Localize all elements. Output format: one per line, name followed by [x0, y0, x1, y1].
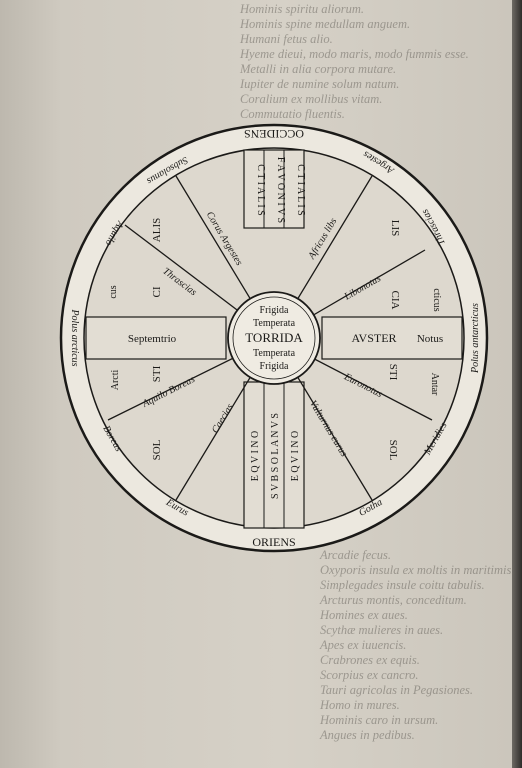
sector-word-sol-left: SOL — [151, 439, 163, 460]
zone-temperata-top: Temperata — [253, 318, 296, 329]
bleed-line: Scorpius ex cancro. — [320, 668, 419, 682]
label-auster: AVSTER — [351, 331, 396, 345]
bleed-line: Apes ex iuuencis. — [320, 638, 407, 652]
zone-frigida-top: Frigida — [260, 305, 289, 316]
left-band — [85, 316, 227, 360]
bleed-line: Homines ex aues. — [320, 608, 408, 622]
top-band — [243, 149, 305, 229]
rim-label-occidens: OCCIDENS — [244, 127, 304, 141]
bleed-line: Metalli in alia corpora mutare. — [240, 62, 397, 76]
right-band — [321, 316, 463, 360]
sector-word-cia: CIA — [389, 291, 401, 310]
bleed-line: Oxyporis insula ex moltis in maritimis. — [320, 563, 515, 577]
rim-label-oriens: ORIENS — [252, 535, 295, 549]
bleed-line: Angues in pedibus. — [320, 728, 415, 742]
bleed-through-text-top: Hominis spiritu aliorum. Hominis spine m… — [240, 2, 469, 122]
zone-torrida: TORRIDA — [245, 330, 303, 345]
sector-word-arcti: Arcti — [110, 370, 121, 391]
rim-label-polus-antarcticus: Polus antarcticus — [470, 303, 481, 374]
book-binding-edge — [512, 0, 522, 768]
sector-word-ci: CI — [151, 286, 163, 297]
bleed-line: Scythæ mulieres in aues. — [320, 623, 444, 637]
bleed-line: Humani fetus alio. — [240, 32, 333, 46]
bleed-line: Commutatio fluentis. — [240, 107, 345, 121]
bleed-line: Crabrones ex equis. — [320, 653, 420, 667]
bleed-line: Arcadie fecus. — [320, 548, 392, 562]
bleed-through-text-bottom: Arcadie fecus. Oxyporis insula ex moltis… — [320, 548, 514, 743]
sector-word-alis: ALIS — [151, 218, 163, 242]
band-bottom-line: S V B S O L A N V S — [270, 413, 281, 499]
label-notus: Notus — [417, 333, 443, 345]
sector-word-cus: cus — [108, 285, 119, 298]
sector-word-sti-left: STI — [151, 365, 163, 382]
bleed-line: Hominis spine medullam anguem. — [240, 17, 411, 31]
bleed-line: Simplegades insule coitu tabulis. — [320, 578, 485, 592]
band-bottom-line: E Q V I N O — [250, 431, 261, 481]
zone-frigida-bottom: Frigida — [260, 361, 289, 372]
center-medallion — [227, 291, 321, 385]
sector-word-antar: Antar — [429, 373, 440, 396]
bottom-band — [243, 381, 305, 529]
bleed-line: Hyeme dieui, modo maris, modo fummis ess… — [240, 47, 469, 61]
sector-word-sol-right: SOL — [387, 440, 399, 461]
band-top-line: C T I A L I S — [295, 164, 306, 216]
bleed-line: Tauri agricolas in Pegasiones. — [320, 683, 474, 697]
band-top-line: F A V O N I V S — [275, 157, 286, 223]
label-septemtrio: Septemtrio — [128, 333, 177, 345]
bleed-line: Arcturus montis, conceditum. — [320, 593, 467, 607]
bleed-line: Homo in mures. — [320, 698, 400, 712]
rim-label-polus-arcticus: Polus arcticus — [69, 308, 80, 366]
bleed-line: Hominis caro in ursum. — [320, 713, 439, 727]
bleed-line: Iupiter de numine solum natum. — [240, 77, 400, 91]
band-top-line: C T I A L I S — [255, 164, 266, 216]
sector-word-sti-right: STI — [387, 364, 399, 381]
bleed-line: Coralium ex mollibus vitam. — [240, 92, 383, 106]
band-bottom-line: E Q V I N O — [290, 431, 301, 481]
bleed-line: Hominis spiritu aliorum. — [240, 2, 364, 16]
sector-word-cticus: cticus — [431, 288, 442, 311]
center-medallion-inner — [232, 296, 316, 380]
sector-word-lis: LIS — [389, 220, 401, 237]
zone-temperata-bottom: Temperata — [253, 348, 296, 359]
